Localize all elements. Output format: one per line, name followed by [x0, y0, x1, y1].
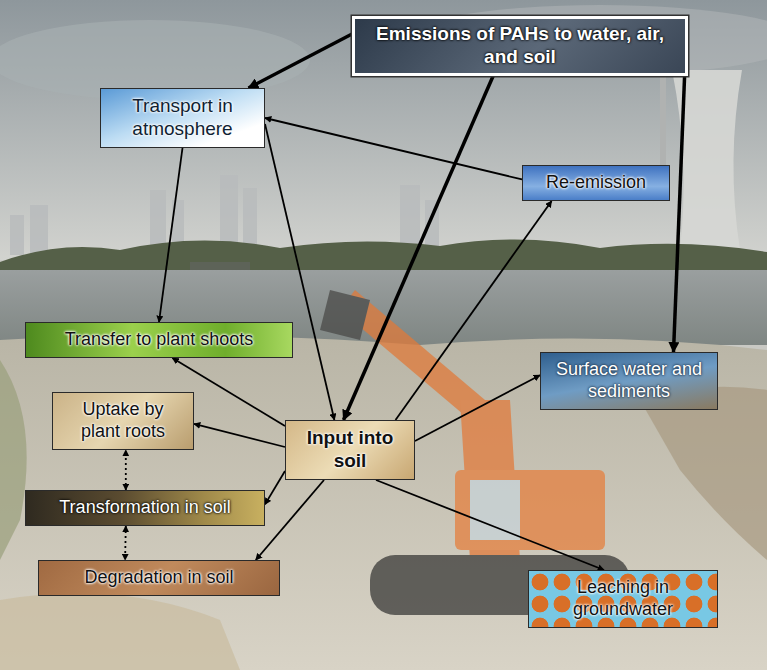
- process-box: Surface water and sediments: [540, 352, 718, 410]
- node-label: Input into soil: [294, 427, 406, 473]
- process-box: Transport in atmosphere: [100, 88, 265, 148]
- node-label: Emissions of PAHs to water, air, and soi…: [363, 23, 677, 69]
- node-label: Transformation in soil: [59, 497, 230, 519]
- flow-arrow: [265, 118, 522, 179]
- process-box: Transfer to plant shoots: [25, 322, 293, 358]
- node-label: Transfer to plant shoots: [65, 329, 253, 351]
- node-label: Uptake by plant roots: [61, 399, 185, 442]
- flow-arrow: [415, 375, 540, 441]
- dotted-arrow: [125, 450, 127, 490]
- process-box: Transformation in soil: [25, 490, 265, 526]
- hub-box: Input into soil: [285, 420, 415, 480]
- node-label: Surface water and sediments: [549, 359, 709, 402]
- source-box: Emissions of PAHs to water, air, and soi…: [352, 16, 688, 76]
- flow-arrow: [674, 76, 685, 352]
- flow-arrow: [344, 76, 494, 420]
- process-box: Uptake by plant roots: [52, 392, 194, 450]
- flow-arrow: [194, 424, 285, 447]
- process-box: Degradation in soil: [38, 560, 280, 596]
- node-label: Degradation in soil: [84, 567, 233, 589]
- flow-arrow: [265, 471, 285, 504]
- dotted-arrow: [124, 526, 127, 560]
- flow-arrow: [159, 148, 183, 322]
- flow-arrow: [265, 124, 334, 420]
- flow-arrow: [396, 201, 552, 420]
- flow-arrow: [376, 480, 604, 570]
- process-box: Leaching in groundwater: [528, 570, 718, 628]
- node-label: Transport in atmosphere: [109, 95, 256, 141]
- flow-arrow: [256, 480, 324, 560]
- flow-arrow: [249, 34, 353, 88]
- node-label: Re-emission: [546, 172, 646, 194]
- process-box: Re-emission: [522, 165, 670, 201]
- node-label: Leaching in groundwater: [537, 577, 709, 620]
